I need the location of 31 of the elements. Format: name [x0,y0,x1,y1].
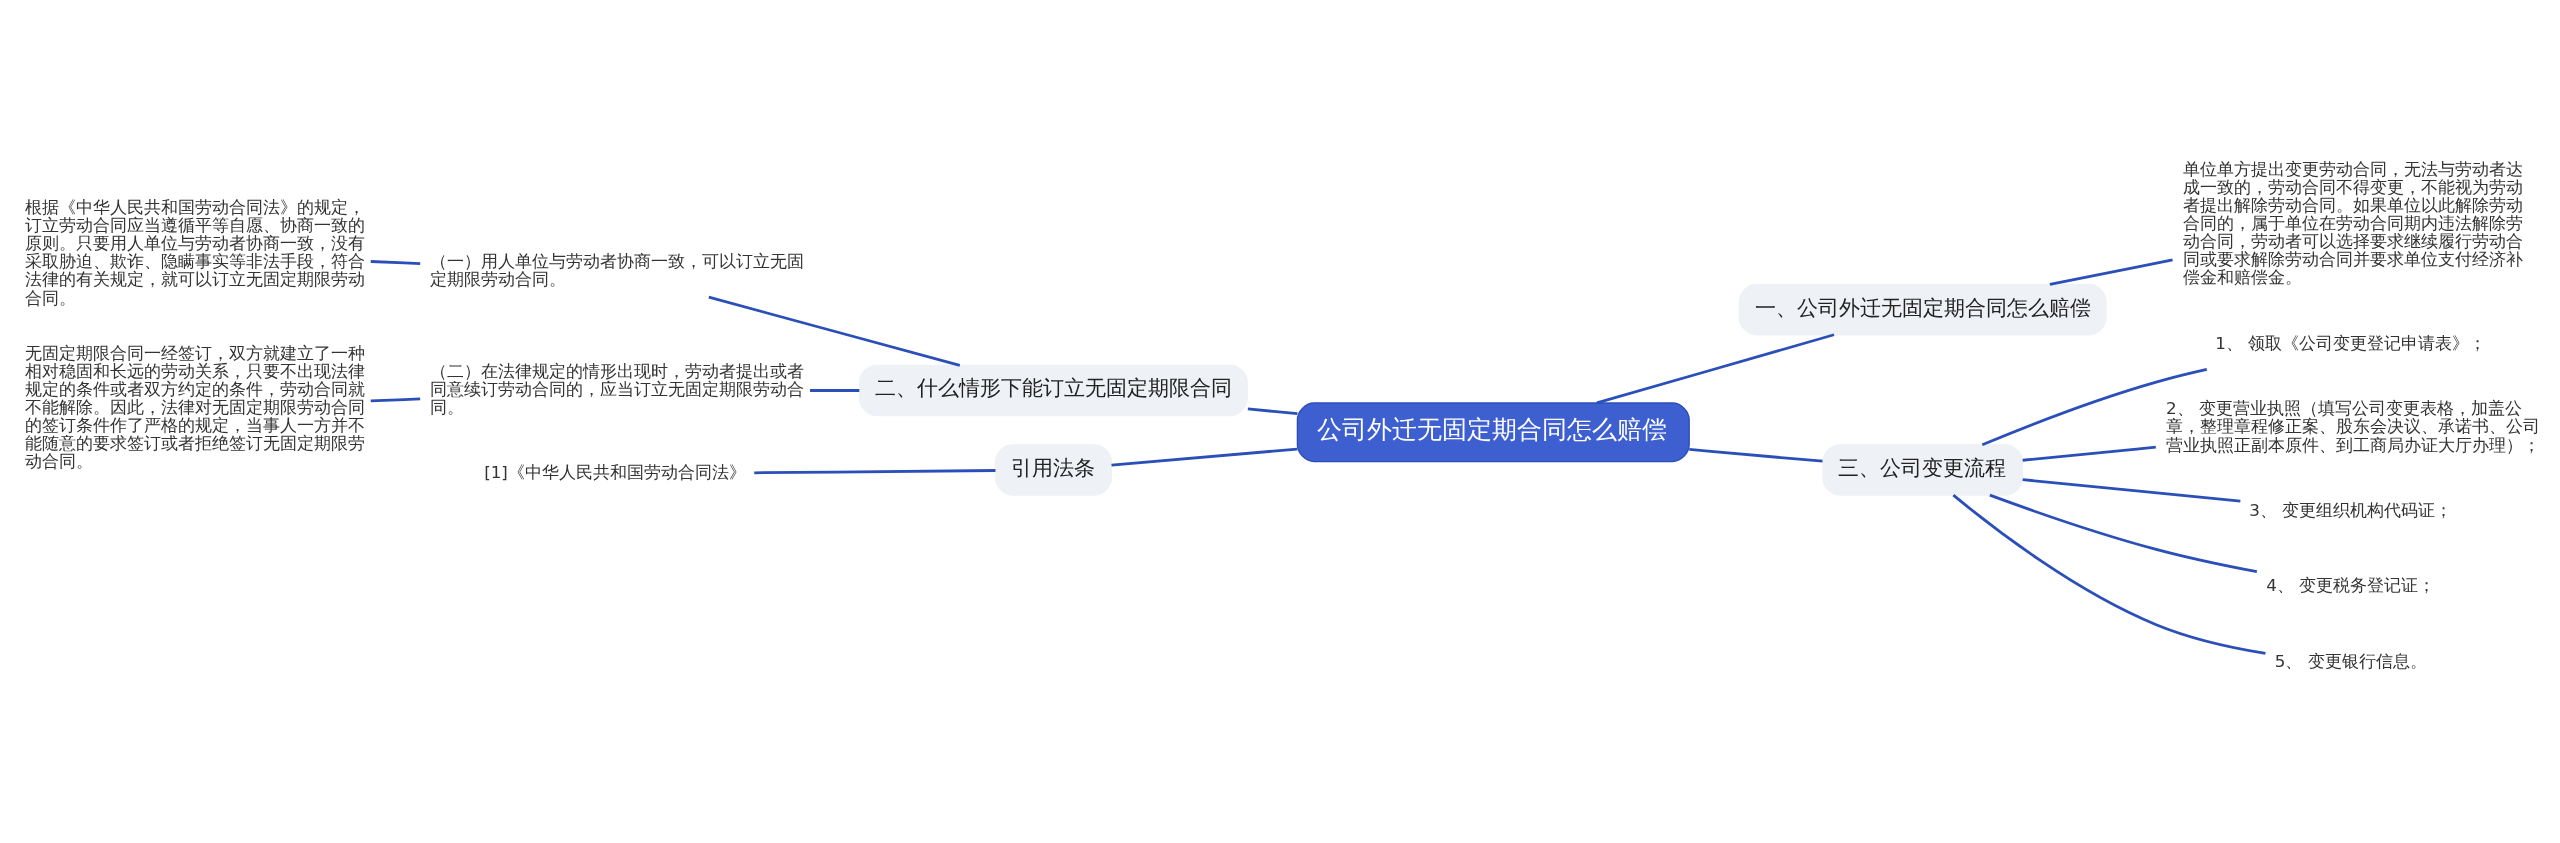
connector [1247,407,1298,416]
node-text: 2、 变更营业执照（填写公司变更表格，加盖公章，整理章程修正案、股东会决议、承诺书、公司营业执照正副本原件、到工商局办证大厅办理）； [2165,398,2540,455]
connector [708,295,961,367]
connector [1111,447,1298,467]
node-text: 单位单方提出变更劳动合同，无法与劳动者达成一致的，劳动合同不得变更，不能视为劳动者提出解除劳动合同。如果单位以此解除劳动合同的，属于单位在劳动合同期内违法解除劳动合同，劳动者可以选择要求继续履行劳动合同或要求解除劳动合同并要求单位支付经济补偿金和赔偿金。 [2182,158,2523,288]
node-box: 一、公司外迁无固定期合同怎么赔偿 [1738,283,2107,336]
node-text: 5、 变更银行信息。 [2274,650,2427,671]
node-box: 三、公司变更流程 [1822,444,2024,496]
connector [1952,494,2266,655]
node-box: 二、什么情形下能订立无固定期限合同 [859,364,1248,417]
connector [754,469,996,475]
connector [1981,368,2208,447]
node-text: （一）用人单位与劳动者协商一致，可以订立无固定期限劳动合同。 [430,251,805,290]
connector [370,397,421,403]
connector [1689,448,1823,463]
connector [810,389,860,392]
node-text: 1、 领取《公司变更登记申请表》； [2215,332,2487,353]
connector [1989,493,2258,574]
node-box: 引用法条 [994,444,1112,496]
node-text: 4、 变更税务登记证； [2266,575,2436,596]
node-text: （二）在法律规定的情形出现时，劳动者提出或者同意续订劳动合同的，应当订立无固定期限劳动合同。 [430,360,805,417]
node-text: 无固定期限合同一经签订，双方就建立了一种相对稳固和长远的劳动关系，只要不出现法律规定的条件或者双方约定的条件，劳动合同就不能解除。因此，法律对无固定期限劳动合同的签订条件作了严格的规定，当事人一方并不能随意的要求签订或者拒绝签订无固定期限劳动合同。 [24,342,365,472]
node-box: 公司外迁无固定期合同怎么赔偿 [1296,402,1690,463]
connector [2022,478,2241,503]
node-text: [1]《中华人民共和国劳动合同法》 [484,462,746,483]
node-text: 3、 变更组织机构代码证； [2249,500,2453,521]
connector [370,260,421,266]
connector [1596,333,1835,405]
node-text: 根据《中华人民共和国劳动合同法》的规定，订立劳动合同应当遵循平等自愿、协商一致的原则。只要用人单位与劳动者协商一致，没有采取胁迫、欺诈、隐瞒事实等非法手段，符合法律的有关规定，就可以订立无固定期限劳动合同。 [24,196,365,308]
connector [2049,258,2173,286]
connector [2022,445,2156,462]
